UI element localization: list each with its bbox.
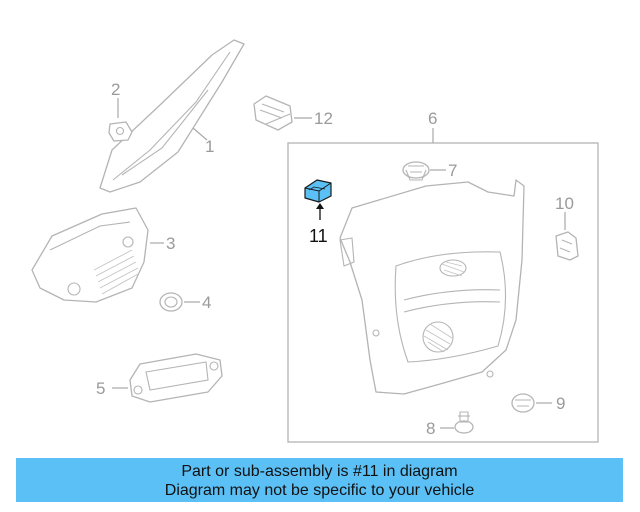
info-banner: Part or sub-assembly is #11 in diagram D… bbox=[16, 458, 623, 502]
parts-diagram: 1 2 12 3 4 5 6 bbox=[31, 39, 599, 443]
banner-line-1: Part or sub-assembly is #11 in diagram bbox=[181, 463, 458, 480]
banner-line-2: Diagram may not be specific to your vehi… bbox=[164, 482, 475, 499]
callout-10: 10 bbox=[555, 194, 574, 213]
part-7-fastener[interactable] bbox=[402, 161, 430, 181]
assembly-box bbox=[287, 142, 599, 443]
part-8-screw[interactable] bbox=[454, 411, 474, 434]
part-11-clip-highlighted[interactable] bbox=[304, 179, 332, 203]
part-2-clip[interactable] bbox=[108, 121, 133, 142]
callout-3: 3 bbox=[166, 234, 175, 253]
callout-12: 12 bbox=[314, 109, 333, 128]
callout-6: 6 bbox=[428, 109, 437, 128]
callout-1: 1 bbox=[205, 137, 214, 156]
leader-11-arrow bbox=[316, 203, 324, 209]
part-5-handle[interactable] bbox=[129, 353, 223, 403]
part-3-quarter-trim[interactable] bbox=[31, 207, 149, 303]
callout-9: 9 bbox=[556, 394, 565, 413]
part-12-retainer[interactable] bbox=[253, 95, 293, 131]
leader-1 bbox=[192, 127, 208, 141]
callout-7: 7 bbox=[448, 161, 457, 180]
callout-2: 2 bbox=[111, 80, 120, 99]
part-4-grommet[interactable] bbox=[159, 292, 183, 312]
callout-11: 11 bbox=[309, 226, 328, 246]
callout-4: 4 bbox=[202, 293, 211, 312]
part-6-trim-panel[interactable] bbox=[339, 179, 525, 395]
part-10-clip[interactable] bbox=[555, 231, 579, 261]
part-9-clip[interactable] bbox=[511, 393, 535, 413]
callout-5: 5 bbox=[96, 379, 105, 398]
callout-8: 8 bbox=[426, 419, 435, 438]
part-1-pillar-trim[interactable] bbox=[99, 39, 245, 193]
